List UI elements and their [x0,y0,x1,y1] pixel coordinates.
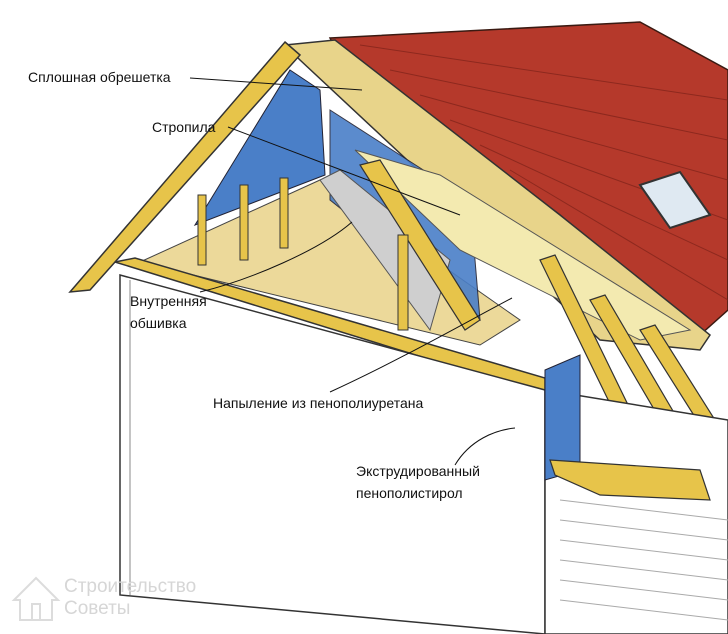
skylight [638,170,712,230]
side-wall [544,389,728,634]
leader-line [199,221,353,293]
label-pu-foam: Напыление из пенополиуретана [213,395,424,411]
label-rafters: Стропила [152,119,216,135]
leader-line [454,427,516,466]
label-xps-2: пенополистирол [356,485,463,501]
gable-rafter [68,40,302,293]
label-inner-lining-2: обшивка [130,315,187,331]
watermark-line2: Советы [64,598,131,619]
leader-line [329,297,513,393]
leader-line [227,126,461,216]
watermark: Строительство Советы [64,576,196,620]
label-xps-1: Экструдированный [356,463,480,479]
watermark-house-icon [11,576,61,621]
gable-wall [119,274,546,634]
eave-frame [549,459,711,501]
pu-foam [354,149,692,341]
label-sheathing: Сплошная обрешетка [28,69,171,85]
osb-sheathing [283,39,712,351]
label-inner-lining-1: Внутренняя [130,293,207,309]
foam-insulation [193,69,326,226]
watermark-line1: Строительство [64,576,197,597]
leader-line [189,77,363,91]
inner-lining [319,169,451,332]
